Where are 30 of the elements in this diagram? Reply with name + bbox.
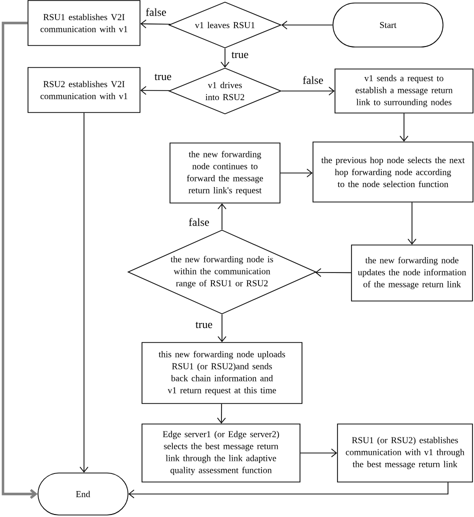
arrow xyxy=(220,48,230,68)
arrow xyxy=(140,19,171,28)
arrow xyxy=(300,448,338,458)
process-box: RSU2 establishes V2I communication with v1 xyxy=(28,67,140,113)
edge-label: true xyxy=(194,320,214,330)
edge-label: false xyxy=(302,75,324,85)
process-box: the new forwarding node updates the node information of the message return link xyxy=(351,244,473,302)
process-box: the previous hop node selects the next hop forwarding node according to the node selection function xyxy=(312,142,474,202)
process-box: v1 sends a request to establish a message return link to surrounding nodes xyxy=(334,68,474,114)
arrow xyxy=(400,113,408,142)
edge-label: true xyxy=(230,50,250,60)
process-box: RSU1 establishes V2I communication with v1 xyxy=(28,0,140,46)
process-box: the new forwarding node continues to forward the message return link's request xyxy=(170,142,280,204)
arrow xyxy=(315,268,352,277)
arrow xyxy=(80,112,88,473)
process-box: RSU1 (or RSU2) establishes communication with v1 through the best message return link xyxy=(337,424,473,482)
arrow xyxy=(280,168,313,178)
arrow xyxy=(140,86,170,95)
arrow xyxy=(218,203,226,230)
arrow xyxy=(281,20,333,30)
process-box: this new forwarding node uploads RSU1 (or RSU2)and sends back chain information and v1 return request at this time xyxy=(142,342,302,404)
arrow xyxy=(281,86,335,96)
arrow xyxy=(218,314,226,342)
edge-label: false xyxy=(144,7,168,17)
arrow xyxy=(2,22,38,499)
arrow xyxy=(128,482,448,498)
process-box: Edge server1 (or Edge server2) selects the best message return link through the link adaptive quality assessment function xyxy=(142,424,300,482)
arrow xyxy=(408,202,416,245)
edge-label: false xyxy=(188,217,210,227)
arrow xyxy=(217,404,226,424)
